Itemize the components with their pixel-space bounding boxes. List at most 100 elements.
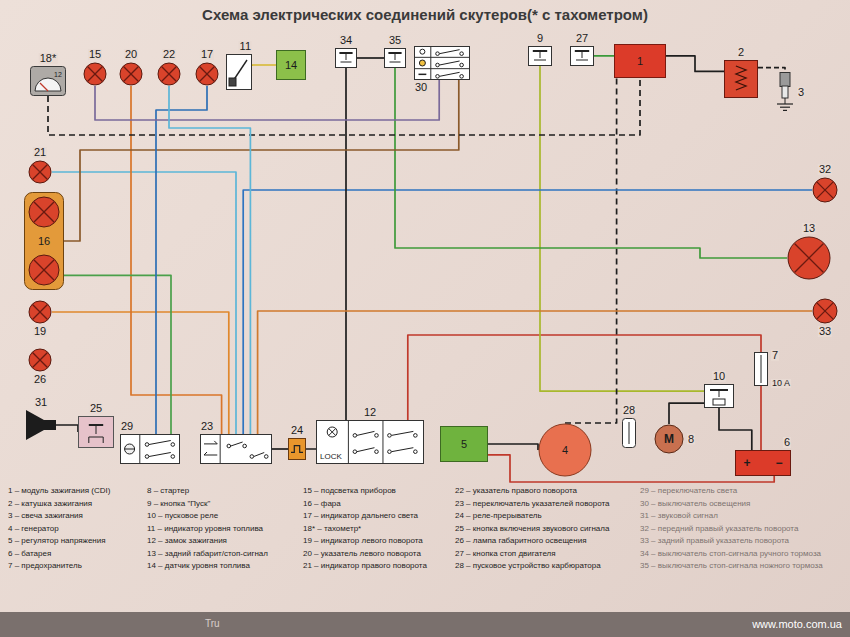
carburetor-starter-symbol: 28 bbox=[622, 418, 636, 448]
wire bbox=[252, 64, 276, 67]
callout-number: 6 bbox=[783, 437, 791, 448]
symbol-outline bbox=[28, 300, 52, 324]
ignition-switch-block: 12LOCK bbox=[316, 420, 424, 464]
wire bbox=[243, 190, 812, 434]
wire bbox=[565, 78, 617, 423]
wire bbox=[488, 444, 538, 450]
legend-entry: 3 – свеча зажигания bbox=[8, 512, 83, 521]
legend-entry: 6 – батарея bbox=[8, 550, 51, 559]
callout-number: 22 bbox=[162, 49, 176, 60]
legend-entry: 14 – датчик уровня топлива bbox=[147, 562, 250, 571]
lamp-symbol: 33 bbox=[812, 298, 838, 324]
symbol-outline bbox=[288, 438, 306, 460]
button-switch: 35 bbox=[384, 48, 406, 68]
lamp-symbol: 17 bbox=[195, 62, 219, 86]
callout-number: 27 bbox=[575, 33, 589, 44]
wire bbox=[272, 448, 288, 450]
symbol-outline bbox=[414, 46, 470, 80]
symbol-outline bbox=[622, 418, 636, 448]
module-box: 14 bbox=[276, 50, 306, 80]
legend-entry: 27 – кнопка стоп двигателя bbox=[455, 550, 556, 559]
callout-number: 29 bbox=[120, 421, 134, 432]
wire bbox=[408, 335, 761, 420]
symbol-text: LOCK bbox=[320, 453, 342, 461]
wire bbox=[719, 408, 752, 450]
wire bbox=[169, 86, 250, 434]
bottom-band bbox=[0, 612, 850, 637]
symbol-outline bbox=[384, 48, 406, 68]
symbol-outline bbox=[28, 348, 52, 372]
callout-number: 1 bbox=[637, 56, 643, 67]
symbol-outline bbox=[28, 160, 52, 184]
symbol-outline bbox=[812, 177, 838, 203]
callout-number: 20 bbox=[124, 49, 138, 60]
wire bbox=[669, 403, 704, 424]
wire bbox=[52, 312, 229, 434]
callout-number: 5 bbox=[461, 439, 467, 450]
legend-entry: 18* – тахометр* bbox=[303, 525, 361, 534]
symbol-outline bbox=[776, 72, 794, 112]
light-switch-block: 30 bbox=[414, 46, 470, 80]
symbol-outline bbox=[735, 450, 791, 476]
wire bbox=[64, 80, 459, 241]
wire bbox=[48, 78, 640, 135]
symbol-text: 10 A bbox=[771, 379, 791, 388]
wire bbox=[306, 448, 316, 450]
legend-entry: 34 – выключатель стоп-сигнала ручного то… bbox=[640, 550, 821, 559]
callout-number: 24 bbox=[290, 425, 304, 436]
symbol-outline bbox=[120, 434, 180, 464]
wire bbox=[258, 311, 812, 434]
lamp-symbol: 22 bbox=[157, 62, 181, 86]
lamp-symbol: 13 bbox=[787, 236, 831, 280]
module-box: 5 bbox=[440, 426, 488, 462]
symbol-outline bbox=[570, 46, 594, 66]
callout-number: 18* bbox=[39, 53, 58, 64]
callout-number: 11 bbox=[239, 41, 252, 52]
ignition-coil-symbol: 2 bbox=[724, 60, 758, 98]
callout-number: 15 bbox=[88, 49, 102, 60]
fuse-symbol: 710 A bbox=[754, 352, 768, 386]
button-switch: 9 bbox=[528, 46, 552, 66]
callout-number: 33 bbox=[818, 326, 832, 337]
wire bbox=[357, 57, 384, 59]
symbol-outline bbox=[754, 352, 768, 386]
legend-entry: 13 – задний габарит/стоп-сигнал bbox=[147, 550, 268, 559]
legend-entry: 10 – пусковое реле bbox=[147, 512, 218, 521]
callout-number: 10 bbox=[712, 371, 726, 382]
symbol-text: + bbox=[743, 457, 750, 469]
wire bbox=[56, 425, 78, 432]
legend-entry: 32 – передний правый указатель поворота bbox=[640, 525, 798, 534]
symbol-outline bbox=[26, 410, 56, 440]
symbol-outline bbox=[195, 62, 219, 86]
callout-number: 4 bbox=[562, 445, 568, 456]
wire bbox=[594, 55, 614, 57]
button-switch: 27 bbox=[570, 46, 594, 66]
callout-number: 21 bbox=[33, 147, 47, 158]
lamp-symbol: 26 bbox=[28, 348, 52, 372]
button-switch: 34 bbox=[335, 48, 357, 68]
lamp-symbol: 32 bbox=[812, 177, 838, 203]
lamp-symbol: 21 bbox=[28, 160, 52, 184]
callout-number: 34 bbox=[339, 35, 353, 46]
symbol-outline bbox=[704, 384, 734, 408]
legend-entry: 35 – выключатель стоп-сигнала ножного то… bbox=[640, 562, 823, 571]
callout-number: 35 bbox=[388, 35, 402, 46]
wire bbox=[758, 68, 785, 72]
callout-number: 3 bbox=[797, 87, 805, 98]
legend-entry: 19 – индикатор левого поворота bbox=[303, 537, 423, 546]
horn-symbol: 31 bbox=[26, 410, 56, 440]
symbol-outline bbox=[157, 62, 181, 86]
flasher-relay-symbol: 24 bbox=[288, 438, 306, 460]
dial-number: 12 bbox=[54, 71, 62, 79]
wire bbox=[95, 80, 439, 120]
wire bbox=[64, 275, 171, 434]
switch-block: 23 bbox=[200, 434, 272, 464]
legend-entry: 8 – стартер bbox=[147, 487, 189, 496]
legend-entry: 7 – предохранитель bbox=[8, 562, 82, 571]
callout-number: 32 bbox=[818, 164, 832, 175]
callout-number: 14 bbox=[285, 60, 297, 71]
starter-motor-symbol: 8M bbox=[654, 424, 684, 454]
wire bbox=[666, 56, 724, 72]
symbol-outline bbox=[724, 60, 758, 98]
callout-number: 7 bbox=[771, 350, 779, 361]
